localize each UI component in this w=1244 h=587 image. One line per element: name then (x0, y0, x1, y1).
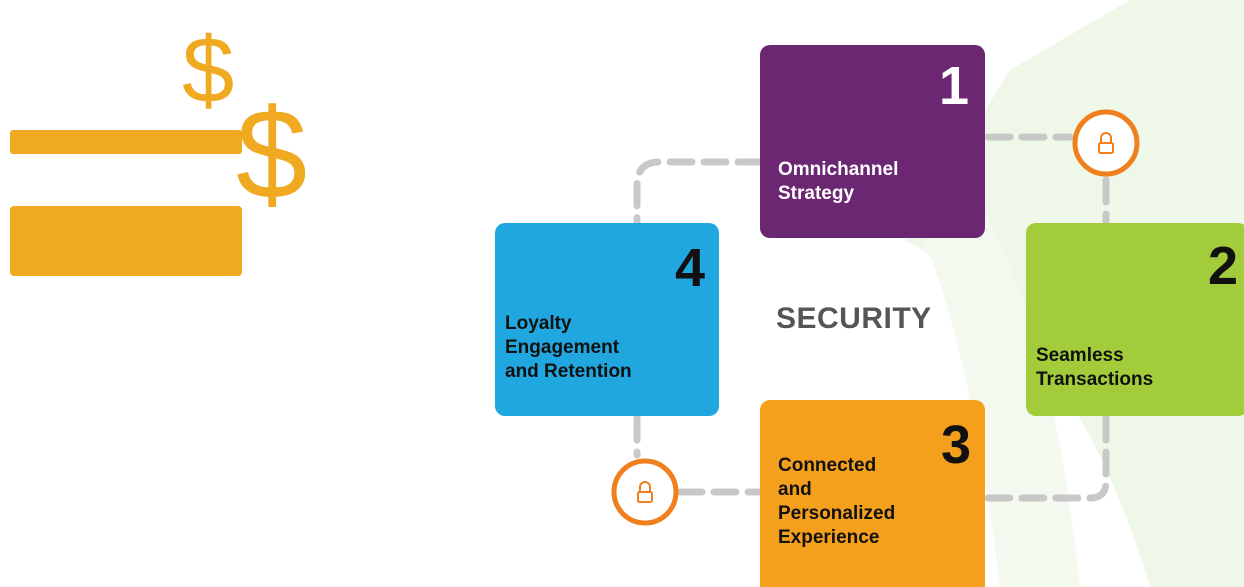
step-card-3: 3 Connected and Personalized Experience (760, 400, 985, 587)
step-number-4: 4 (674, 238, 705, 298)
step-number-2: 2 (1207, 236, 1238, 296)
svg-text:$: $ (182, 17, 234, 122)
step-number-3: 3 (940, 415, 971, 475)
step-card-1: 1 Omnichannel Strategy (760, 45, 985, 238)
credit-card-dollar-icon: $ $ (10, 17, 307, 276)
center-title: SECURITY (776, 302, 932, 335)
svg-text:$: $ (236, 83, 307, 226)
step-label-4: Loyalty Engagement and Retention (505, 313, 632, 382)
step-label-1: Omnichannel Strategy (778, 159, 899, 204)
step-card-4: 4 Loyalty Engagement and Retention (495, 223, 719, 416)
step-label-2: Seamless Transactions (1036, 345, 1154, 390)
step-number-1: 1 (938, 56, 969, 116)
step-label-3: Connected and Personalized Experience (778, 455, 896, 548)
step-card-2: 2 Seamless Transactions (1026, 223, 1244, 416)
